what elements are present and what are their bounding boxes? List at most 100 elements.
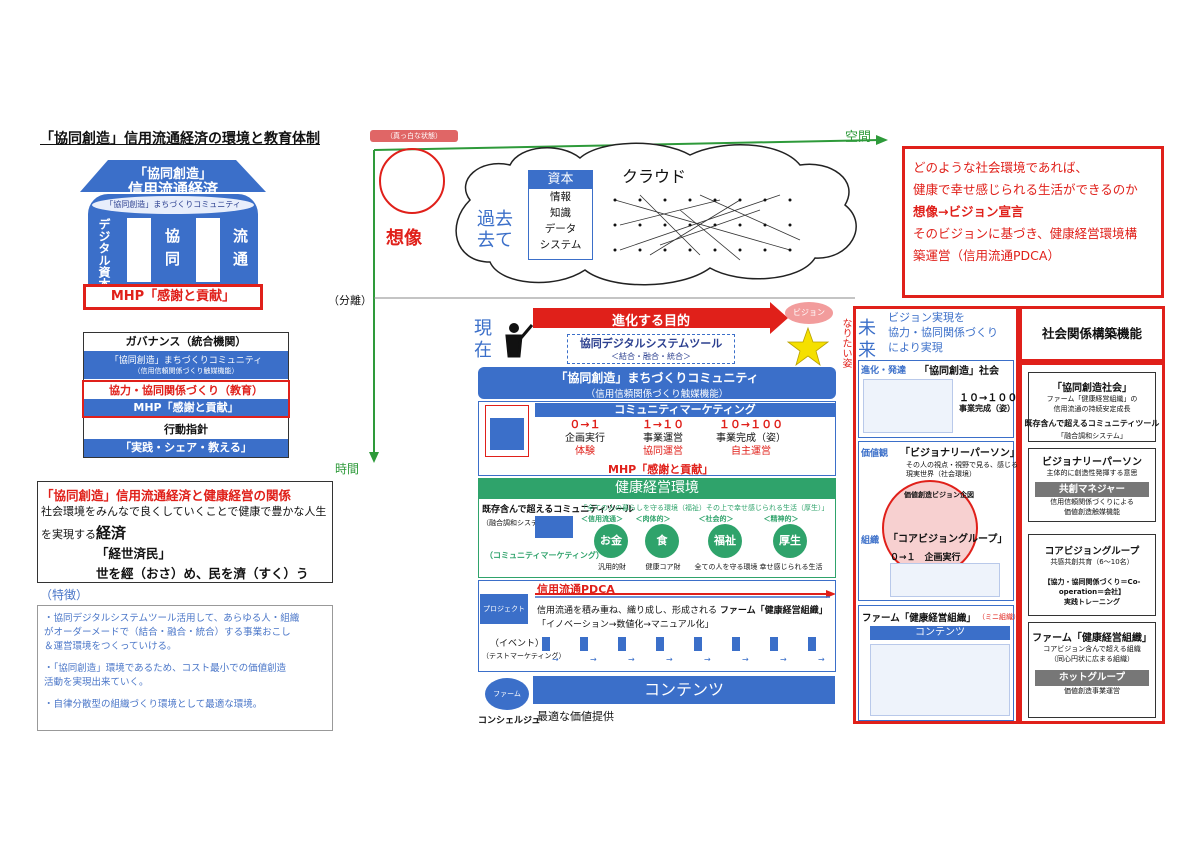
existing-tool-label: 既存含んで超えるコミュニティツール <box>482 505 634 515</box>
features-heading: （特徴） <box>40 588 89 602</box>
test-marketing-label: （テストマーケティング） <box>482 652 566 660</box>
purpose-label: 進化する目的 <box>612 314 691 329</box>
capital-list: 情報知識データシステム <box>529 189 592 253</box>
evolution-100: １０→１００ <box>959 393 1018 404</box>
future-evolution-panel: 進化・発達 「協同創造」社会 １０→１００ 事業完成（姿） <box>858 360 1018 438</box>
event-bar <box>618 637 626 651</box>
capital-box: 資本 情報知識データシステム <box>528 170 593 260</box>
house-roof-line1: 「協同創造」 <box>133 167 212 182</box>
future-values-panel <box>858 441 1014 601</box>
event-arrow: → <box>818 655 825 664</box>
health-env-banner: 健康経営環境 <box>478 478 836 498</box>
house-base: MHP「感謝と貢献」 <box>83 284 263 310</box>
health-circle-category: ＜信用流通＞ <box>581 515 623 523</box>
stack-governance: ガバナンス（統合機関） <box>125 335 247 348</box>
community-banner-line1: 「協同創造」まちづくりコミュニティ <box>555 371 759 385</box>
health-circle-caption: 全ての人を守る環境 <box>694 563 758 571</box>
stack-cooperation-box: 協力・協同関係づくり（教育） MHP「感謝と貢献」 <box>82 380 290 418</box>
existing-tool-sub: （融合調和システム） <box>482 519 552 527</box>
event-label: （イベント） <box>490 639 545 649</box>
existing-tool-badge <box>535 516 573 538</box>
axis-space-label: 空間 <box>845 130 872 145</box>
relation-line1: 社会環境をみんなで良くしていくことで健康で豊かな人生 <box>41 505 327 518</box>
marketing-step-sub: 自主運営 <box>731 446 771 457</box>
social-card-1: 「協同創造社会」 ファーム「健康経営組織」の 信用流通の持続安定成長 <box>1028 372 1156 442</box>
event-arrow: → <box>552 655 559 664</box>
ideal-state-label: なりたい姿 <box>840 318 851 368</box>
axis-time-label: 時間 <box>335 462 360 476</box>
relation-heading: 「協同創造」信用流通経済と健康経営の関係 <box>41 488 292 503</box>
marketing-step-label: 企画実行 <box>565 433 605 444</box>
welfare-banner: 「全ての人の暮らしを守る環境（福祉）その上で幸せ感じられる生活（厚生）」 <box>580 504 829 512</box>
feature-1c: ＆運営環境をつくっていける。 <box>44 641 177 652</box>
feature-1b: がオーダーメードで（結合・融合・統合）する事業おこし <box>44 627 291 638</box>
house-col-kyodo: 協同 <box>163 228 181 274</box>
community-banner-line2: （信用信頼関係づくり触媒機能） <box>585 389 729 400</box>
values-label: 価値観 <box>861 449 889 459</box>
marketing-heading: コミュニティマーケティング <box>535 403 835 417</box>
relation-box: 「協同創造」信用流通経済と健康経営の関係 社会環境をみんなで良くしていくことで健… <box>37 481 333 583</box>
vision-box-line3: 想像→ビジョン宣言 <box>913 204 1024 219</box>
vision-declaration-label: 価値創造ビジョン企図 <box>904 491 974 499</box>
org-diagram <box>890 563 1000 597</box>
farm-circle: ファーム <box>485 678 529 710</box>
future-farm-label: ファーム「健康経営組織」 <box>862 613 976 624</box>
feature-1a: ・協同デジタルシステムツール活用して、あらゆる人・組織 <box>44 613 300 624</box>
marketing-panel <box>478 401 836 476</box>
house-roof-line2: 信用流通経済 <box>127 180 218 198</box>
event-arrow: → <box>628 655 635 664</box>
future-label: 未来 <box>858 318 876 361</box>
marketing-step-label: 事業完成（姿） <box>716 433 786 444</box>
stack-community-line1: 「協同創造」まちづくりコミュニティ <box>109 356 263 366</box>
blank-state-badge: （真っ白な状態） <box>370 130 458 142</box>
future-farm-diagram <box>870 644 1010 716</box>
event-arrow: → <box>780 655 787 664</box>
health-circle-caption: 幸せ感じられる生活 <box>759 563 823 571</box>
social-existing-tool: 既存含んで超えるコミュニティツール <box>1024 419 1160 428</box>
project-badge: プロジェクト <box>480 594 528 624</box>
house-pillar-2 <box>196 218 220 282</box>
vision-box-line1: どのような社会環境であれば、 <box>913 160 1088 175</box>
health-circle-category: ＜社会的＞ <box>698 515 734 523</box>
marketing-step-number: ０→１ <box>569 418 601 431</box>
evolution-complete: 事業完成（姿） <box>959 404 1015 413</box>
event-bar <box>770 637 778 651</box>
house-band <box>92 196 254 214</box>
cloud-label: クラウド <box>622 167 687 186</box>
community-marketing-label: （コミュニティマーケティング） <box>485 551 604 560</box>
stack-action-guideline: 行動指針 <box>164 423 208 436</box>
evolution-diagram <box>863 379 953 433</box>
marketing-mhp: MHP「感謝と貢献」 <box>608 463 714 476</box>
feature-2b: 活動を実現出来ていく。 <box>44 677 149 688</box>
project-text-2: 「イノベーション→数値化→マニュアル化」 <box>537 620 714 630</box>
future-contents-banner: コンテンツ <box>870 626 1010 640</box>
health-circle-category: ＜肉体的＞ <box>635 515 671 523</box>
vision-box-line4: そのビジョンに基づき、健康経営環境構 <box>913 226 1138 241</box>
marketing-step-number: １０→１００ <box>718 418 784 431</box>
event-bar <box>580 637 588 651</box>
marketing-step-label: 事業運営 <box>643 433 683 444</box>
event-bar <box>694 637 702 651</box>
event-bar <box>808 637 816 651</box>
project-text: 信用流通を積み重ね、織り成し、形成される ファーム「健康経営組織」 <box>537 606 828 616</box>
health-circle-caption: 汎用的財 <box>598 563 626 571</box>
feature-2a: ・「協同創造」環境であるため、コスト最小での価値創造 <box>44 663 287 674</box>
concierge-label: コンシェルジュ <box>478 716 541 726</box>
house-pillar-1 <box>127 218 151 282</box>
social-card-3: コアビジョングループ 共感共創共育（6～10名） 【協力・協同関係づくり＝Co-… <box>1028 534 1156 616</box>
health-circle-category: ＜精神的＞ <box>763 515 799 523</box>
page-title: 「協同創造」信用流通経済の環境と教育体制 <box>40 131 320 147</box>
core-vision-label: 「コアビジョングループ」 <box>888 534 1008 545</box>
relation-line2: を実現する経済 <box>41 524 127 542</box>
capital-heading: 資本 <box>529 171 592 189</box>
capital-item: 情報 <box>550 191 571 203</box>
vision-circle <box>882 480 978 576</box>
digital-tool-box: 協同デジタルシステムツール ＜結合・融合・統合＞ <box>567 334 735 364</box>
house-band-label: 「協同創造」まちづくりコミュニティ <box>105 200 241 209</box>
event-arrow: → <box>590 655 597 664</box>
health-circle: 厚生 <box>773 524 807 558</box>
features-box: ・協同デジタルシステムツール活用して、あらゆる人・組織 がオーダーメードで（結合… <box>37 605 333 731</box>
stack-community-line2: （信用信頼関係づくり触媒機能） <box>133 367 239 375</box>
